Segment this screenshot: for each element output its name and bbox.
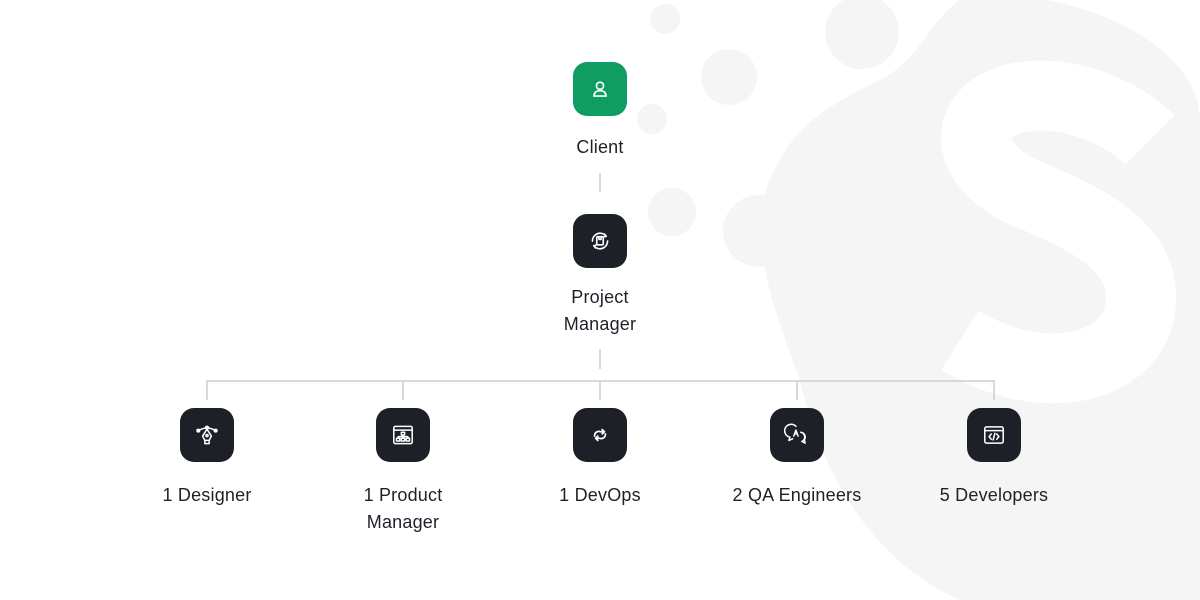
- connector-drop-developers: [993, 380, 995, 400]
- connector-pm-team: [599, 349, 601, 369]
- client-tile: [573, 62, 627, 116]
- chat-a-icon: [784, 423, 806, 444]
- team-member-developers: 5 Developers: [904, 408, 1084, 509]
- pen-tool-icon: [196, 425, 218, 445]
- code-window-icon: [984, 426, 1004, 444]
- designer-label: 1 Designer: [117, 482, 297, 509]
- devops-label-line1: 1 DevOps: [559, 485, 641, 505]
- project-manager-label-line2: Manager: [563, 314, 637, 334]
- team-member-devops: 1 DevOps: [510, 408, 690, 509]
- client-node: Client: [510, 62, 690, 161]
- client-label-text: Client: [576, 137, 624, 157]
- connector-drop-qa: [796, 380, 798, 400]
- team-member-product-manager: 1 Product Manager: [313, 408, 493, 536]
- qa-engineers-label-line1: 2 QA Engineers: [732, 485, 862, 505]
- devops-label: 1 DevOps: [510, 482, 690, 509]
- product-manager-tile: [376, 408, 430, 462]
- product-manager-label-line1: 1 Product: [363, 485, 443, 505]
- developers-label-line1: 5 Developers: [939, 485, 1049, 505]
- decor-dot: [825, 0, 899, 69]
- project-manager-label: Project Manager: [510, 284, 690, 338]
- project-manager-tile: [573, 214, 627, 268]
- designer-label-line1: 1 Designer: [162, 485, 252, 505]
- connector-drop-designer: [206, 380, 208, 400]
- connector-drop-product-manager: [402, 380, 404, 400]
- decor-dot: [701, 49, 757, 105]
- user-icon: [593, 81, 607, 97]
- project-cycle-icon: [591, 232, 609, 250]
- team-member-qa-engineers: 2 QA Engineers: [707, 408, 887, 509]
- connector-drop-devops: [599, 380, 601, 400]
- designer-tile: [180, 408, 234, 462]
- product-manager-label: 1 Product Manager: [313, 482, 493, 536]
- project-manager-node: Project Manager: [510, 214, 690, 338]
- browser-sitemap-icon: [393, 425, 413, 445]
- developers-label: 5 Developers: [904, 482, 1084, 509]
- qa-engineers-label: 2 QA Engineers: [707, 482, 887, 509]
- decor-dot: [637, 104, 667, 134]
- decor-dot: [648, 188, 696, 236]
- devops-tile: [573, 408, 627, 462]
- decor-s-letter: [941, 60, 1176, 404]
- client-label: Client: [510, 134, 690, 161]
- decor-blob-shape: [760, 0, 1200, 600]
- developers-tile: [967, 408, 1021, 462]
- refresh-cycle-icon: [593, 428, 607, 442]
- team-member-designer: 1 Designer: [117, 408, 297, 509]
- decor-dot: [650, 4, 680, 34]
- connector-client-pm: [599, 173, 601, 192]
- qa-engineers-tile: [770, 408, 824, 462]
- product-manager-label-line2: Manager: [366, 512, 440, 532]
- project-manager-label-line1: Project: [571, 287, 629, 307]
